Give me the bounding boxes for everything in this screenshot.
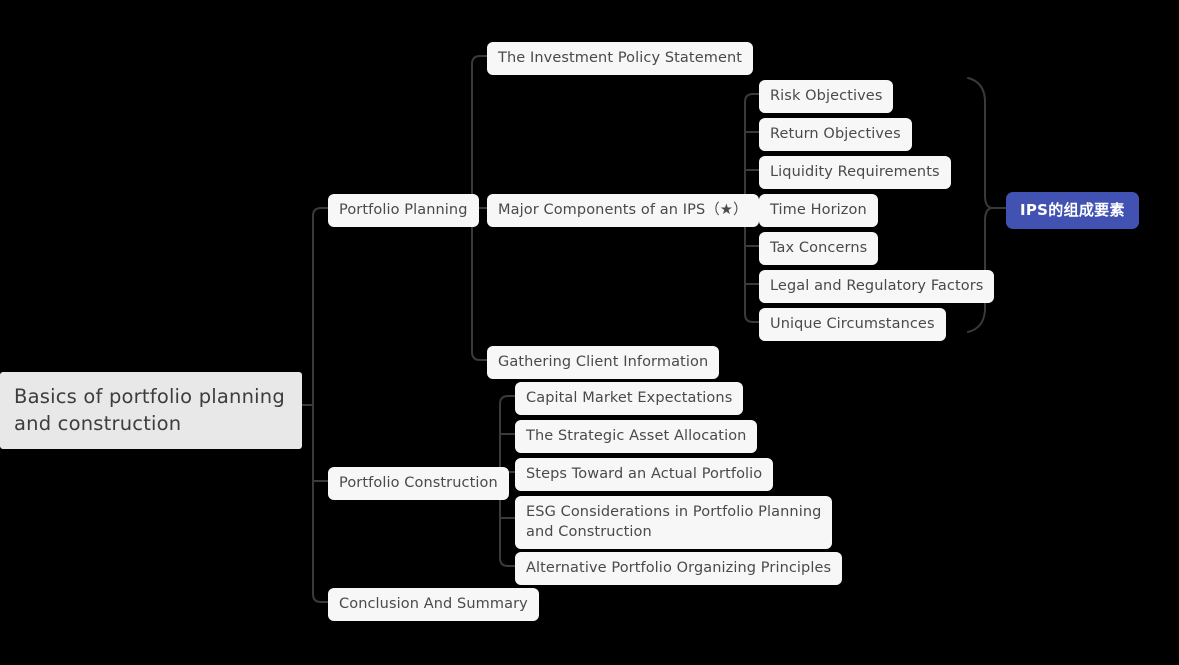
node-the-investment-policy-statement[interactable]: The Investment Policy Statement [487, 42, 754, 75]
node-alternative-portfolio-organizing-principles[interactable]: Alternative Portfolio Organizing Princip… [515, 552, 843, 585]
node-conclusion-and-summary[interactable]: Conclusion And Summary [328, 588, 539, 621]
node-the-strategic-asset-allocation[interactable]: The Strategic Asset Allocation [515, 420, 758, 453]
node-capital-market-expectations[interactable]: Capital Market Expectations [515, 382, 744, 415]
node-gathering-client-information[interactable]: Gathering Client Information [487, 346, 720, 379]
edge-trunk-level1 [312, 207, 329, 603]
node-tax-concerns[interactable]: Tax Concerns [759, 232, 879, 265]
node-major-components-of-an-ips[interactable]: Major Components of an IPS（★） [487, 194, 759, 227]
node-time-horizon[interactable]: Time Horizon [759, 194, 878, 227]
node-portfolio-planning[interactable]: Portfolio Planning [328, 194, 479, 227]
node-liquidity-requirements[interactable]: Liquidity Requirements [759, 156, 951, 189]
node-risk-objectives[interactable]: Risk Objectives [759, 80, 894, 113]
node-portfolio-construction[interactable]: Portfolio Construction [328, 467, 509, 500]
node-esg-considerations[interactable]: ESG Considerations in Portfolio Planning… [515, 496, 833, 549]
node-unique-circumstances[interactable]: Unique Circumstances [759, 308, 946, 341]
node-legal-and-regulatory-factors[interactable]: Legal and Regulatory Factors [759, 270, 995, 303]
node-return-objectives[interactable]: Return Objectives [759, 118, 912, 151]
node-ips-group-annotation[interactable]: IPS的组成要素 [1006, 192, 1139, 229]
node-steps-toward-an-actual-portfolio[interactable]: Steps Toward an Actual Portfolio [515, 458, 774, 491]
root-node[interactable]: Basics of portfolio planning and constru… [0, 372, 302, 449]
